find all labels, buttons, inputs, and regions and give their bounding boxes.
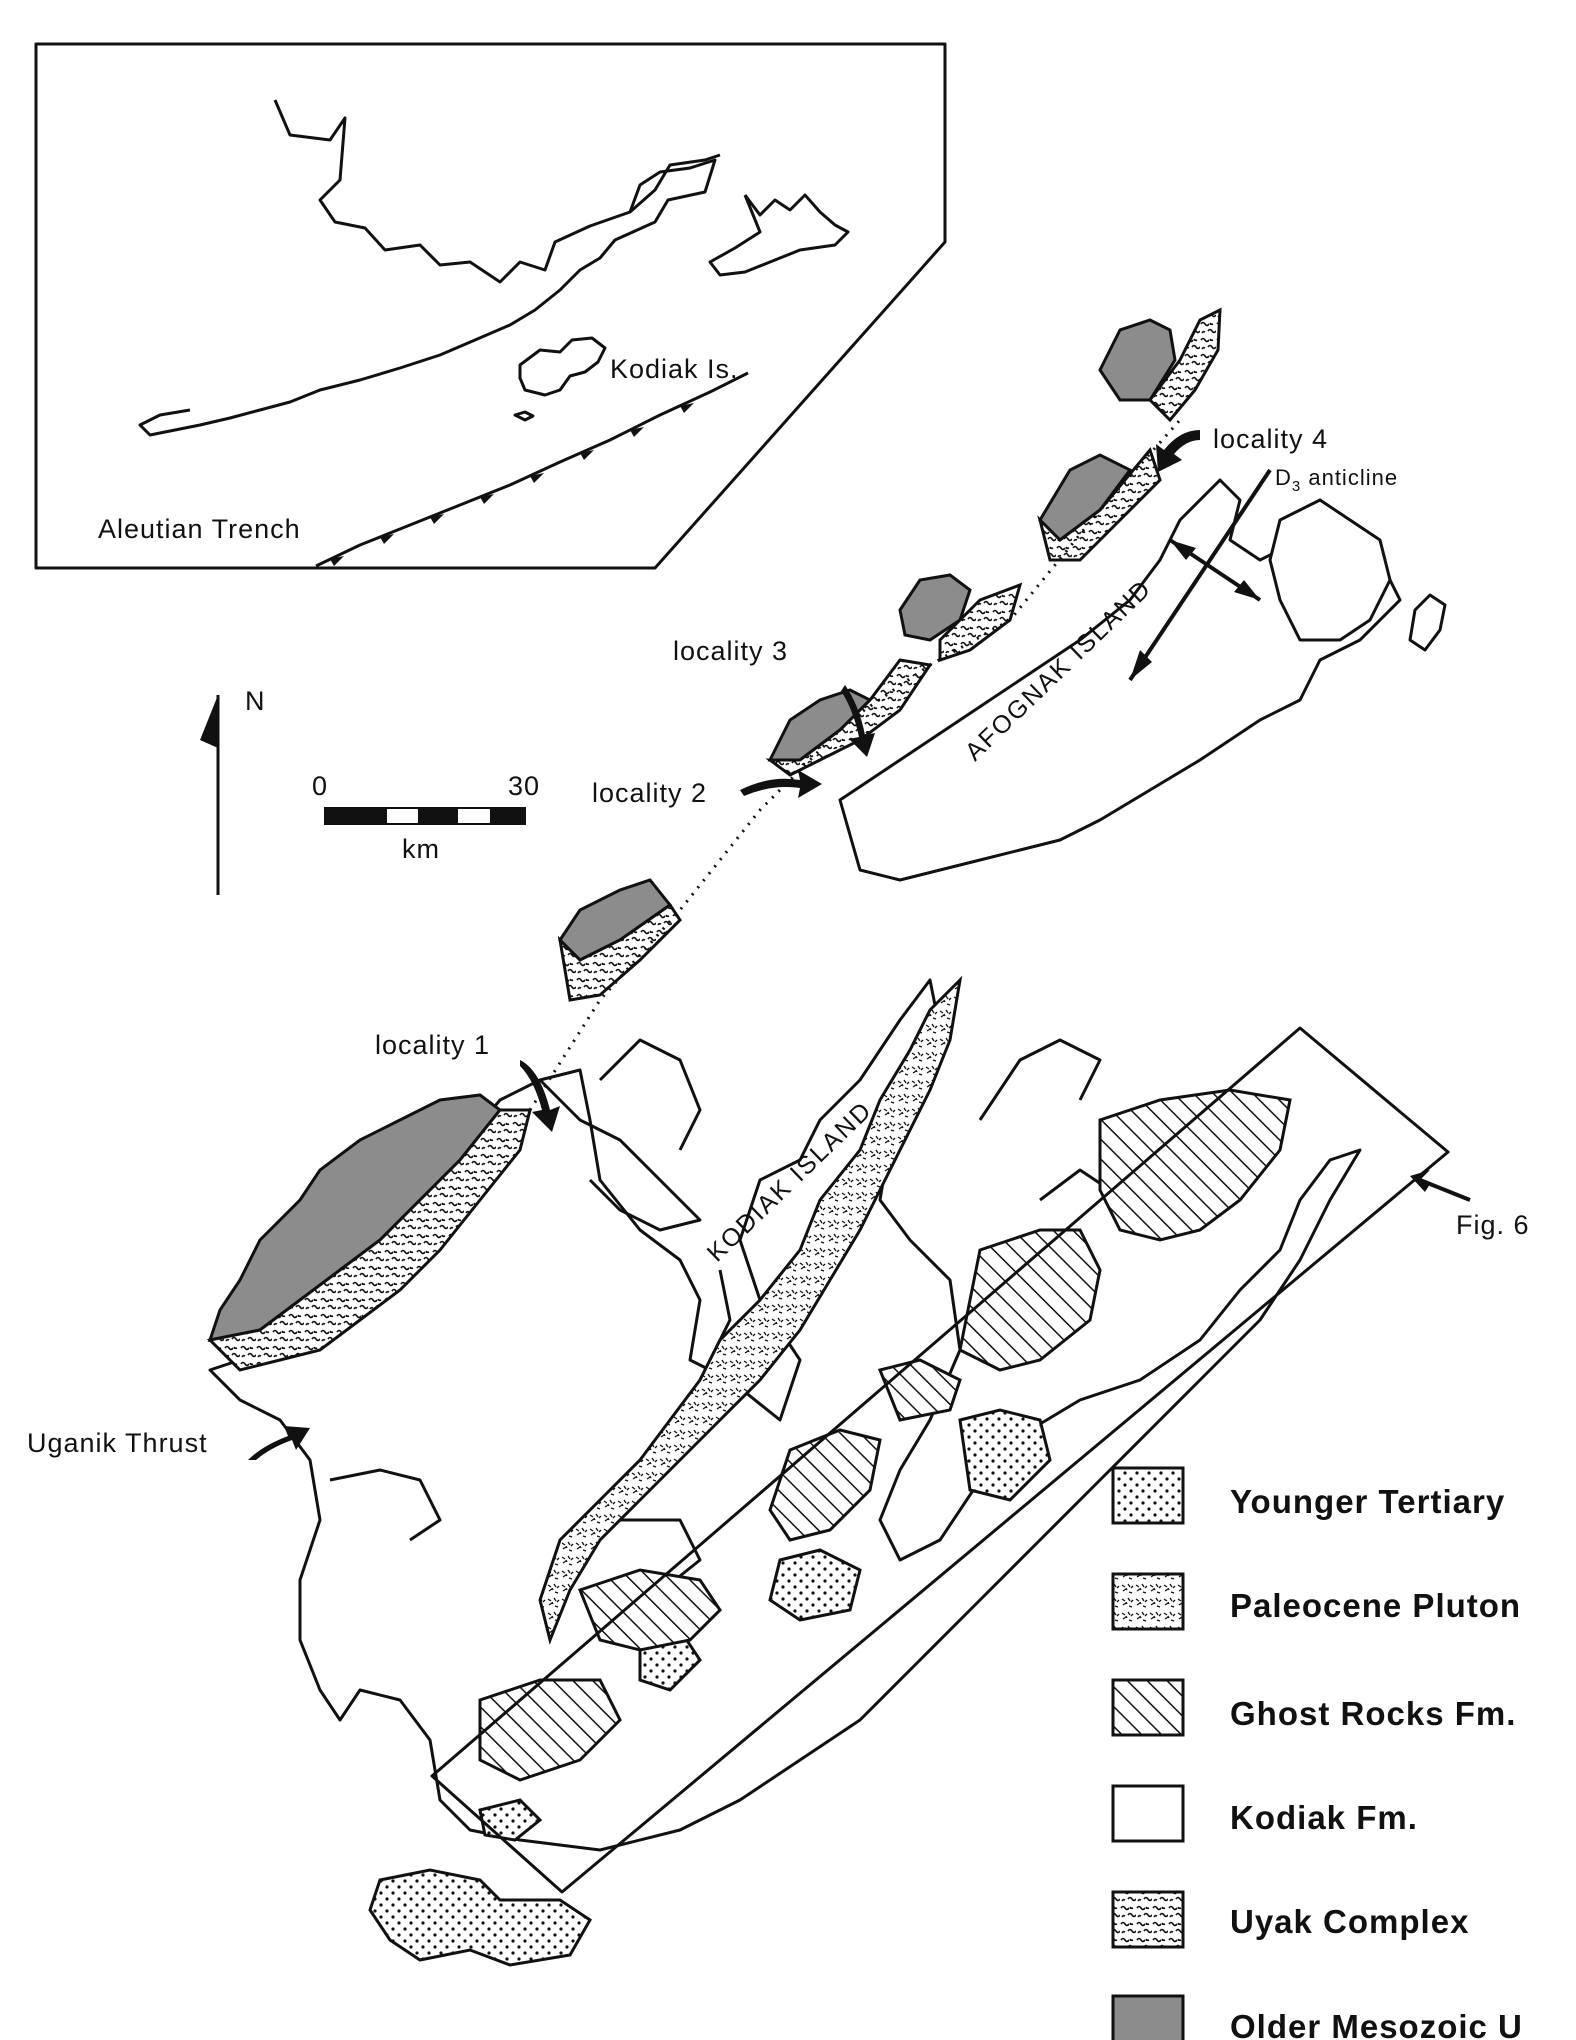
legend-label: Older Mesozoic U bbox=[1230, 2008, 1523, 2040]
locality-1-label: locality 1 bbox=[375, 1030, 490, 1060]
legend-label: Paleocene Pluton bbox=[1230, 1587, 1521, 1624]
legend-item-older-mesozoic: Older Mesozoic U bbox=[1111, 1994, 1523, 2040]
fig6-label: Fig. 6 bbox=[1456, 1210, 1530, 1240]
legend-item-kodiak-fm: Kodiak Fm. bbox=[1111, 1784, 1418, 1843]
uyak-unit-sw bbox=[206, 1108, 532, 1372]
inset-trench-teeth bbox=[330, 403, 694, 566]
fig6-outline bbox=[430, 1026, 1450, 1894]
uyak-unit-afognak bbox=[938, 582, 1023, 663]
inset-mainland-coast bbox=[138, 99, 717, 437]
inset-small-island bbox=[513, 410, 535, 422]
inset-frame bbox=[34, 42, 947, 570]
legend-item-younger-tertiary: Younger Tertiary bbox=[1111, 1466, 1505, 1525]
older-mesozoic-unit-afognak bbox=[898, 573, 972, 642]
scale-start: 0 bbox=[312, 771, 328, 801]
uganik-thrust-label: Uganik Thrust bbox=[27, 1428, 208, 1458]
inset-trench-label: Aleutian Trench bbox=[98, 514, 301, 544]
uyak-unit-mid bbox=[557, 902, 682, 1002]
legend: Younger Tertiary Paleocene Pluton Ghost … bbox=[1111, 1466, 1523, 2040]
legend-label: Kodiak Fm. bbox=[1230, 1799, 1418, 1836]
legend-label: Younger Tertiary bbox=[1230, 1483, 1505, 1520]
inset-upper-coast bbox=[629, 153, 850, 277]
legend-item-uyak-complex: Uyak Complex bbox=[1111, 1890, 1469, 1949]
north-label: N bbox=[245, 686, 266, 716]
locality-4-label: locality 4 bbox=[1213, 424, 1328, 454]
inset-map: Kodiak Is. Aleutian Trench bbox=[34, 42, 947, 570]
western-belt bbox=[206, 307, 1222, 1372]
paleocene-pluton bbox=[538, 975, 963, 1645]
younger-tertiary-units bbox=[368, 1408, 1052, 1967]
inset-kodiak-island bbox=[518, 336, 607, 397]
inset-kodiak-label: Kodiak Is. bbox=[610, 354, 739, 384]
locality-arrows bbox=[248, 430, 1200, 1460]
inset-trench-line bbox=[315, 371, 749, 568]
d3-anticline-label: D3 anticline bbox=[1275, 465, 1398, 495]
north-arrow-head bbox=[200, 695, 218, 748]
uyak-unit-n bbox=[1148, 307, 1222, 423]
east-island bbox=[1268, 498, 1392, 642]
scale-end: 30 bbox=[508, 771, 540, 801]
legend-label: Uyak Complex bbox=[1230, 1903, 1469, 1940]
scale-unit: km bbox=[402, 834, 440, 864]
legend-label: Ghost Rocks Fm. bbox=[1230, 1695, 1516, 1732]
locality-3-label: locality 3 bbox=[673, 636, 788, 666]
legend-item-ghost-rocks: Ghost Rocks Fm. bbox=[1111, 1678, 1516, 1737]
fig6-arrow bbox=[1410, 1170, 1470, 1200]
older-mesozoic-unit-n bbox=[1098, 318, 1177, 402]
north-arrow: N bbox=[200, 686, 266, 895]
small-east-island bbox=[1408, 593, 1447, 652]
scale-bar: 0 30 km bbox=[312, 771, 540, 864]
locality-2-label: locality 2 bbox=[592, 778, 707, 808]
uyak-unit-ne bbox=[1037, 446, 1162, 562]
legend-item-paleocene-pluton: Paleocene Pluton bbox=[1111, 1572, 1521, 1631]
d3-anticline-symbol bbox=[1128, 468, 1272, 682]
